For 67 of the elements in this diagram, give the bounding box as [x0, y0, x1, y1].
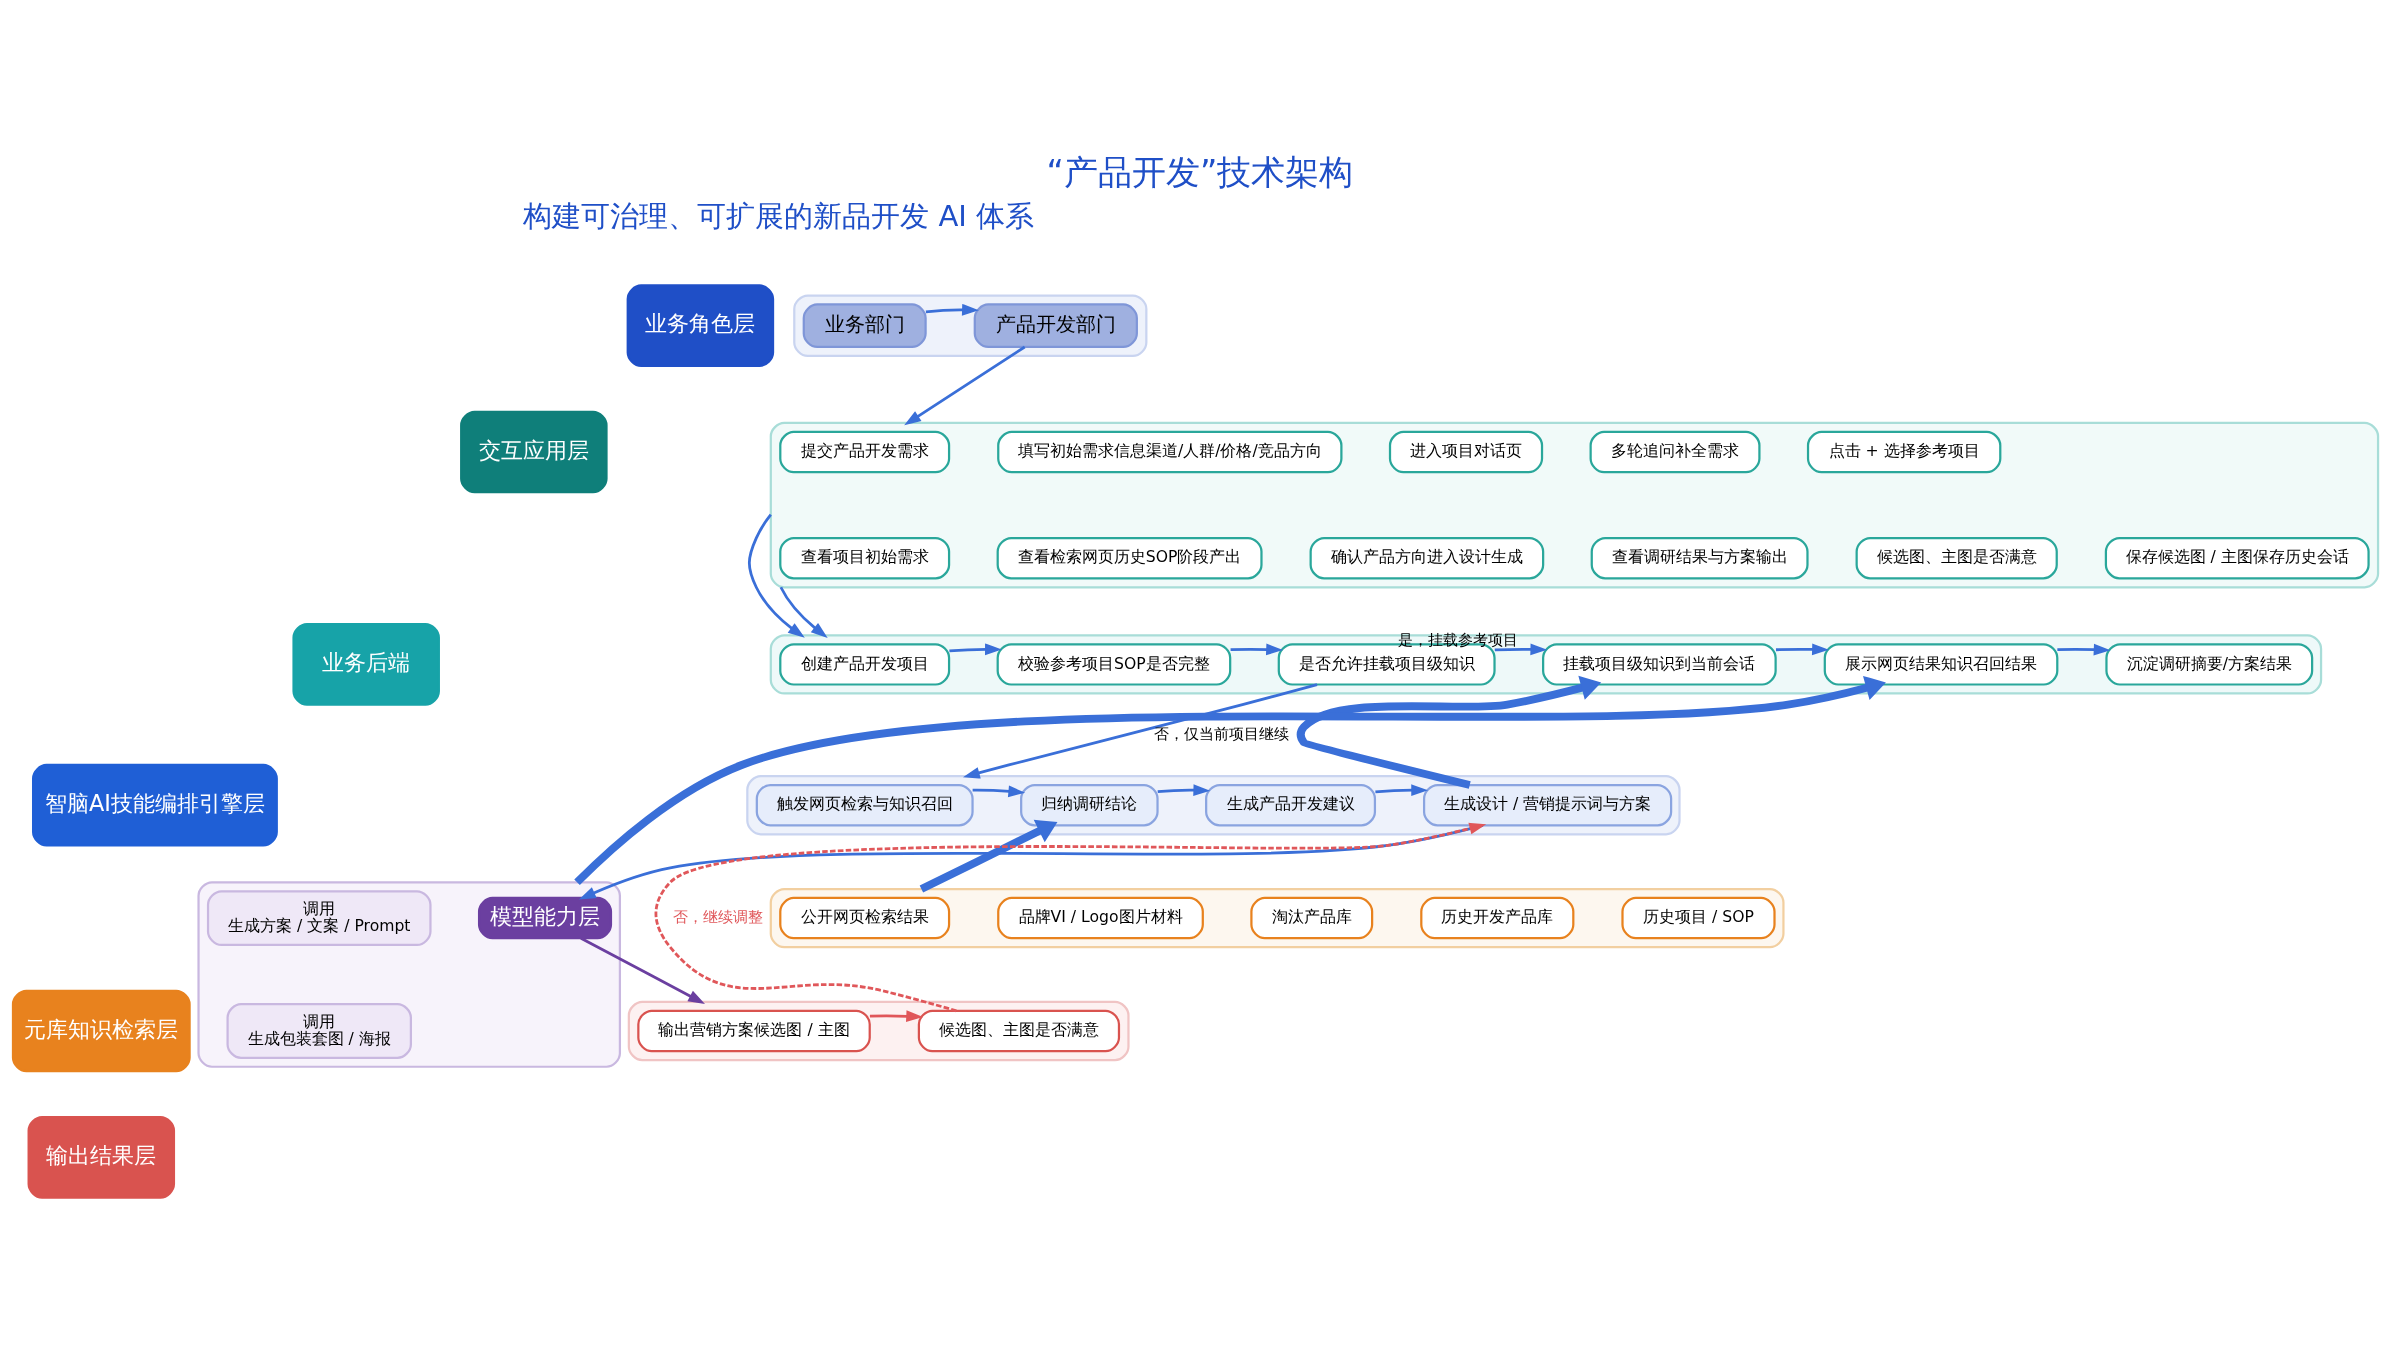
- arrow: [1775, 643, 1829, 656]
- diagram-title: “产品开发”技术架构: [1046, 152, 1354, 192]
- node-box: 业务后端: [292, 623, 440, 706]
- node-box: 查看项目初始需求: [779, 536, 951, 580]
- cluster: [769, 634, 2323, 695]
- node-box: 品牌VI / Logo图片材料: [997, 896, 1204, 940]
- node-box: 公开网页检索结果: [779, 896, 951, 940]
- node-box: 触发网页检索与知识召回: [755, 783, 974, 827]
- node-box: 多轮追问补全需求: [1589, 430, 1761, 474]
- cluster: [197, 881, 622, 1068]
- arrow: [2057, 643, 2111, 656]
- arrow: [574, 675, 1886, 886]
- node-box: 产品开发部门: [973, 303, 1138, 349]
- label: 构建可治理、可扩展的新品开发 AI 体系: [523, 199, 1035, 234]
- node-box: 候选图、主图是否满意: [1855, 536, 2058, 580]
- node-box: 提交产品开发需求: [779, 430, 951, 474]
- node-box: 调用 生成包装套图 / 海报: [226, 1003, 412, 1059]
- node-box: 输出营销方案候选图 / 主图: [637, 1009, 871, 1053]
- node-box: 候选图、主图是否满意: [917, 1009, 1121, 1053]
- node-box: 模型能力层: [477, 896, 613, 940]
- node-box: 业务部门: [802, 303, 927, 349]
- cluster: [627, 1000, 1130, 1062]
- arrow: [925, 303, 979, 316]
- node-box: 智脑AI技能编排引擎层: [32, 763, 278, 847]
- node-box: 填写初始需求信息渠道/人群/价格/竞品方向: [997, 430, 1343, 474]
- arrow: [580, 937, 705, 1004]
- edge-label: 否，仅当前项目继续: [1154, 725, 1290, 742]
- arrow: [747, 513, 805, 638]
- node-box: 进入项目对话页: [1388, 430, 1544, 474]
- node-box: 业务角色层: [626, 284, 775, 368]
- node-box: 确认产品方向进入设计生成: [1309, 536, 1545, 580]
- arrow: [904, 345, 1026, 426]
- arrow: [1494, 643, 1548, 656]
- node-box: 沉淀调研摘要/方案结果: [2105, 643, 2314, 686]
- arrow: [1296, 675, 1602, 789]
- cluster: [769, 421, 2380, 589]
- arrow: [972, 785, 1026, 798]
- arrow: [869, 1010, 924, 1023]
- arrow: [919, 819, 1058, 893]
- edge-label: 否，继续调整: [672, 908, 763, 925]
- node-box: 点击 + 选择参考项目: [1806, 430, 2002, 474]
- node-box: 生成设计 / 营销提示词与方案: [1423, 783, 1673, 827]
- node-box: 校验参考项目SOP是否完整: [996, 643, 1232, 686]
- node-box: 元库知识检索层: [11, 989, 191, 1073]
- arrow: [962, 683, 1318, 779]
- node-box: 展示网页结果知识召回结果: [1823, 643, 2059, 686]
- node-box: 输出结果层: [27, 1115, 176, 1199]
- arrow: [1375, 784, 1429, 797]
- arrow: [654, 822, 1487, 1013]
- node-box: 生成产品开发建议: [1205, 783, 1377, 827]
- arrow: [1230, 643, 1283, 656]
- node-box: 查看调研结果与方案输出: [1590, 536, 1809, 580]
- arrow: [1157, 784, 1211, 796]
- node-box: 交互应用层: [460, 410, 608, 494]
- node-box: 创建产品开发项目: [779, 643, 951, 686]
- node-box: 归纳调研结论: [1020, 783, 1159, 827]
- cluster: [793, 294, 1148, 357]
- cluster: [769, 887, 1785, 949]
- node-box: 挂载项目级知识到当前会话: [1542, 643, 1777, 686]
- arrow: [779, 586, 828, 638]
- arrow: [949, 643, 1002, 656]
- node-box: 查看检索网页历史SOP阶段产出: [996, 536, 1263, 580]
- node-box: 历史开发产品库: [1420, 896, 1575, 940]
- node-box: 调用 生成方案 / 文案 / Prompt: [206, 890, 432, 947]
- node-box: 淘汰产品库: [1250, 896, 1374, 940]
- node-box: 保存候选图 / 主图保存历史会话: [2104, 536, 2370, 580]
- node-box: 历史项目 / SOP: [1621, 896, 1776, 940]
